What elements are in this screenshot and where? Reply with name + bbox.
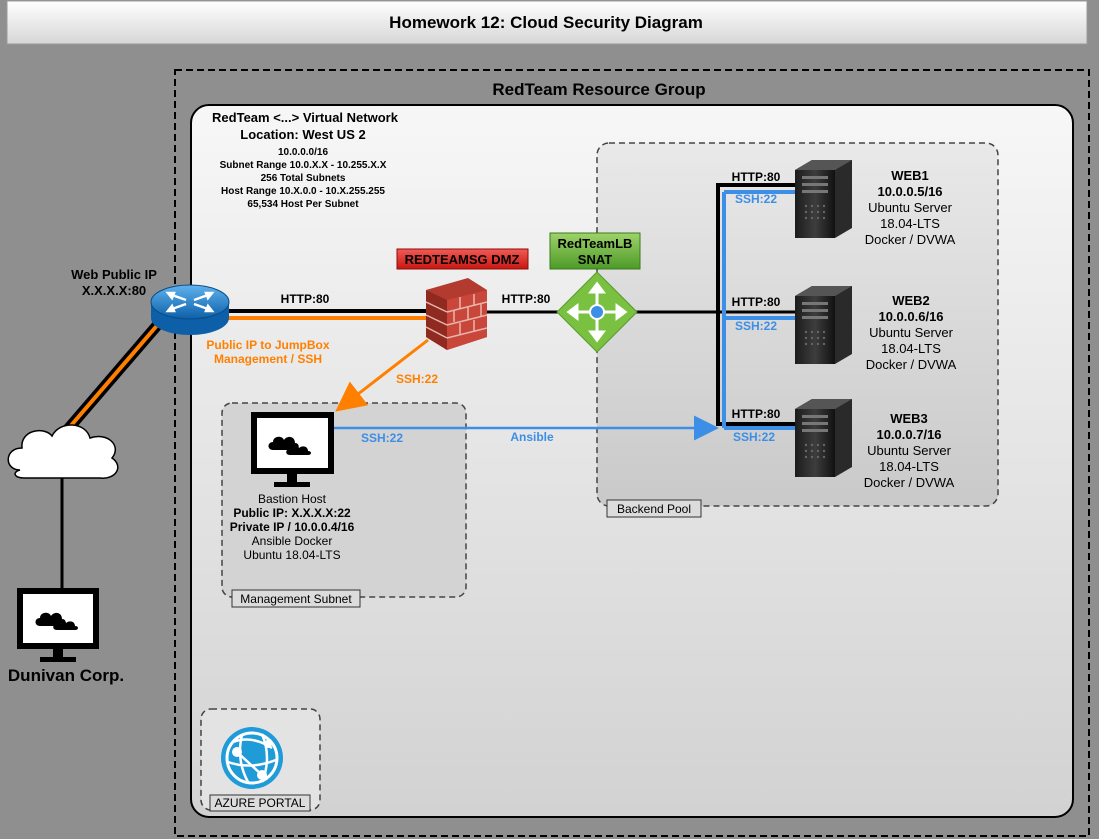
diagram-title: Homework 12: Cloud Security Diagram	[389, 13, 703, 32]
azure-portal-label: AZURE PORTAL	[215, 796, 306, 810]
server-ip: 10.0.0.7/16	[876, 427, 941, 442]
server-name: WEB2	[892, 293, 930, 308]
server-app: Docker / DVWA	[864, 475, 955, 490]
title-bar: Homework 12: Cloud Security Diagram	[6, 0, 1088, 45]
router-label-2: X.X.X.X:80	[82, 283, 146, 298]
web-server-icon[interactable]	[795, 160, 852, 238]
server-app: Docker / DVWA	[866, 357, 957, 372]
label-web3-ssh: SSH:22	[733, 430, 775, 444]
corp-label: Dunivan Corp.	[8, 666, 124, 685]
label-web3-http: HTTP:80	[732, 407, 781, 421]
bastion-software: Ansible Docker	[252, 534, 333, 548]
vnet-line: Host Range 10.X.0.0 - 10.X.255.255	[221, 186, 385, 197]
server-os: Ubuntu Server	[868, 200, 952, 215]
corp-monitor-icon[interactable]	[17, 588, 99, 662]
bastion-info: Bastion Host Public IP: X.X.X.X:22 Priva…	[230, 492, 355, 562]
link-labels: HTTP:80 HTTP:80 Public IP to JumpBox Man…	[206, 170, 780, 445]
router-label-1: Web Public IP	[71, 267, 157, 282]
vnet-location: Location: West US 2	[240, 127, 365, 142]
vnet-name: RedTeam <...> Virtual Network	[212, 110, 399, 125]
label-router-firewall: HTTP:80	[281, 292, 330, 306]
vnet-line: 65,534 Host Per Subnet	[247, 199, 359, 210]
lb-label-1: RedTeamLB	[558, 236, 633, 251]
management-subnet-label: Management Subnet	[240, 592, 352, 606]
link-internet-router-orange	[60, 320, 162, 438]
web3-info: WEB3 10.0.0.7/16 Ubuntu Server 18.04-LTS…	[864, 411, 955, 490]
label-ansible: Ansible	[510, 430, 554, 444]
server-os-version: 18.04-LTS	[879, 459, 939, 474]
server-ip: 10.0.0.5/16	[877, 184, 942, 199]
load-balancer-badge: RedTeamLB SNAT	[549, 232, 641, 270]
label-jumpbox-2: Management / SSH	[214, 352, 322, 366]
arrow-firewall-bastion	[335, 338, 429, 412]
web-server-icon[interactable]	[795, 286, 852, 364]
bastion-public-ip: Public IP: X.X.X.X:22	[233, 506, 351, 520]
label-jumpbox-1: Public IP to JumpBox	[206, 338, 329, 352]
label-web2-ssh: SSH:22	[735, 319, 777, 333]
label-bastion-ssh: SSH:22	[361, 431, 403, 445]
server-os: Ubuntu Server	[869, 325, 953, 340]
load-balancer-icon[interactable]	[556, 271, 638, 353]
label-firewall-bastion: SSH:22	[396, 372, 438, 386]
server-ip: 10.0.0.6/16	[878, 309, 943, 324]
label-web1-ssh: SSH:22	[735, 192, 777, 206]
backend-pool-label: Backend Pool	[617, 502, 691, 516]
bastion-name: Bastion Host	[258, 492, 327, 506]
label-web1-http: HTTP:80	[732, 170, 781, 184]
server-os-version: 18.04-LTS	[880, 216, 940, 231]
azure-portal[interactable]: AZURE PORTAL	[200, 708, 321, 812]
vnet-line: 256 Total Subnets	[261, 173, 346, 184]
web2-info: WEB2 10.0.0.6/16 Ubuntu Server 18.04-LTS…	[866, 293, 957, 372]
firewall-badge: REDTEAMSG DMZ	[396, 248, 529, 270]
bastion-os: Ubuntu 18.04-LTS	[243, 548, 340, 562]
resource-group: RedTeam Resource Group	[174, 69, 1090, 837]
server-name: WEB3	[890, 411, 928, 426]
vnet-line: Subnet Range 10.0.X.X - 10.255.X.X	[220, 160, 387, 171]
lb-label-2: SNAT	[578, 252, 612, 267]
vnet-line: 10.0.0.0/16	[278, 147, 328, 158]
web1-info: WEB1 10.0.0.5/16 Ubuntu Server 18.04-LTS…	[865, 168, 956, 247]
router-icon[interactable]	[150, 284, 230, 335]
server-os: Ubuntu Server	[867, 443, 951, 458]
server-name: WEB1	[891, 168, 929, 183]
firewall-label: REDTEAMSG DMZ	[405, 252, 520, 267]
label-web2-http: HTTP:80	[732, 295, 781, 309]
web-server-icon[interactable]	[795, 399, 852, 477]
azure-globe-icon	[221, 727, 283, 789]
connections	[57, 183, 796, 590]
internet-cloud-icon	[7, 424, 119, 479]
label-firewall-lb: HTTP:80	[502, 292, 551, 306]
bastion-monitor-icon[interactable]	[251, 412, 334, 487]
resource-group-label: RedTeam Resource Group	[492, 80, 705, 99]
server-app: Docker / DVWA	[865, 232, 956, 247]
firewall-icon[interactable]	[425, 278, 488, 350]
bastion-private-ip: Private IP / 10.0.0.4/16	[230, 520, 355, 534]
server-os-version: 18.04-LTS	[881, 341, 941, 356]
